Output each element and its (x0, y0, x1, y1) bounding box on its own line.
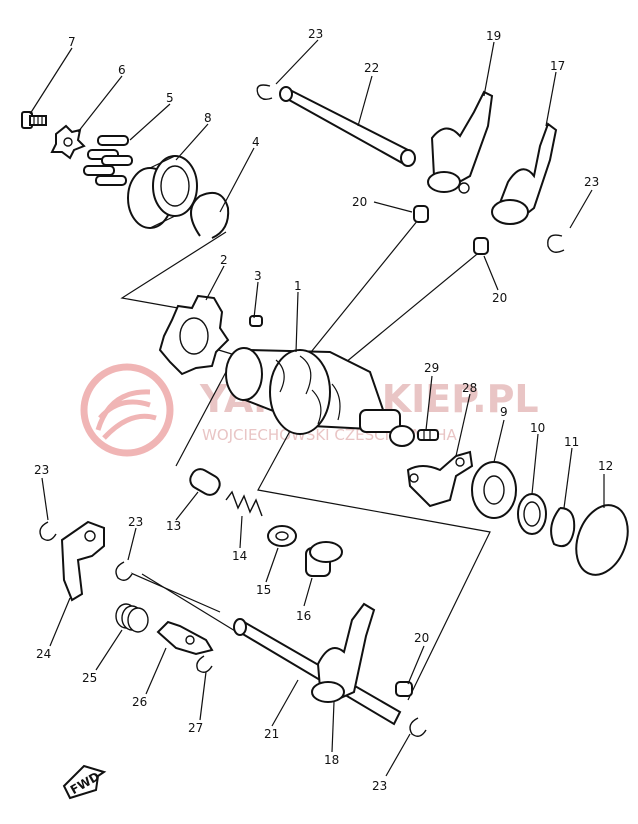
part-15-washer (267, 525, 297, 547)
callout-25: 25 (82, 671, 97, 685)
callout-17: 17 (550, 59, 565, 73)
part-28-stopper-plate (406, 450, 474, 508)
callout-27: 27 (188, 721, 203, 735)
fwd-arrow-icon: FWD (62, 764, 107, 800)
callout-4: 4 (252, 135, 260, 149)
callout-12: 12 (598, 459, 613, 473)
callout-16: 16 (296, 609, 311, 623)
part-21-shift-shaft (233, 618, 402, 726)
part-2-segment (158, 294, 230, 376)
part-25-torsion-spring (115, 603, 149, 633)
callout-24: 24 (36, 647, 51, 661)
callout-9: 9 (500, 405, 508, 419)
callout-13: 13 (166, 519, 181, 533)
callout-20a: 20 (352, 195, 367, 209)
part-19-shift-fork (427, 90, 494, 194)
callout-2: 2 (220, 253, 228, 267)
assembly-line-9 (141, 573, 241, 635)
part-27-circlip (196, 655, 213, 673)
part-9-ball-bearing (471, 461, 517, 519)
callout-21: 21 (264, 727, 279, 741)
callout-6: 6 (118, 63, 126, 77)
callout-22: 22 (364, 61, 379, 75)
callout-26: 26 (132, 695, 147, 709)
callout-23b: 23 (584, 175, 599, 189)
leader-lines (29, 39, 605, 777)
part-8-bearing (127, 155, 198, 229)
part-1-shift-drum (225, 347, 415, 447)
watermark-logo-icon (80, 363, 174, 457)
part-26-pawl-plate (156, 620, 214, 656)
callout-23d: 23 (128, 515, 143, 529)
part-13-plunger (189, 468, 221, 496)
callout-7: 7 (68, 35, 76, 49)
callout-29: 29 (424, 361, 439, 375)
callout-23e: 23 (372, 779, 387, 793)
part-18-shift-fork (311, 602, 376, 703)
callout-11: 11 (564, 435, 579, 449)
callouts: 7 6 5 8 4 2 3 1 23 22 19 17 23 20 20 29 … (34, 27, 613, 793)
callout-19: 19 (486, 29, 501, 43)
callout-23a: 23 (308, 27, 323, 41)
watermark-logo-swoosh (95, 389, 157, 440)
part-11-snap-ring (550, 507, 576, 548)
part-12-cover-plug (575, 504, 629, 576)
callout-20c: 20 (414, 631, 429, 645)
callout-8: 8 (204, 111, 212, 125)
part-6-star-plate (50, 124, 86, 160)
callout-28: 28 (462, 381, 477, 395)
part-4-circlip (190, 192, 230, 239)
callout-1: 1 (294, 279, 302, 293)
part-10-washer (517, 493, 547, 535)
callout-18: 18 (324, 753, 339, 767)
assembly-line-7 (257, 419, 491, 701)
callout-14: 14 (232, 549, 247, 563)
callout-3: 3 (254, 269, 262, 283)
callout-23c: 23 (34, 463, 49, 477)
part-22-shaft (279, 86, 416, 167)
part-5-pins (83, 135, 133, 186)
part-17-shift-fork (491, 122, 558, 225)
assembly-line-8 (123, 569, 221, 613)
part-20-pins (395, 205, 489, 697)
part-24-shift-lever (60, 520, 105, 602)
part-23-circlips (39, 84, 565, 737)
callout-5: 5 (166, 91, 174, 105)
callout-20b: 20 (492, 291, 507, 305)
callout-10: 10 (530, 421, 545, 435)
part-7-bolt (21, 111, 47, 129)
part-14-spring (225, 490, 263, 517)
callout-15: 15 (256, 583, 271, 597)
part-16-bolt-plug (305, 541, 343, 577)
assembly-line-2 (120, 231, 227, 309)
part-3-pin (249, 315, 263, 327)
part-29-screw (417, 429, 439, 441)
